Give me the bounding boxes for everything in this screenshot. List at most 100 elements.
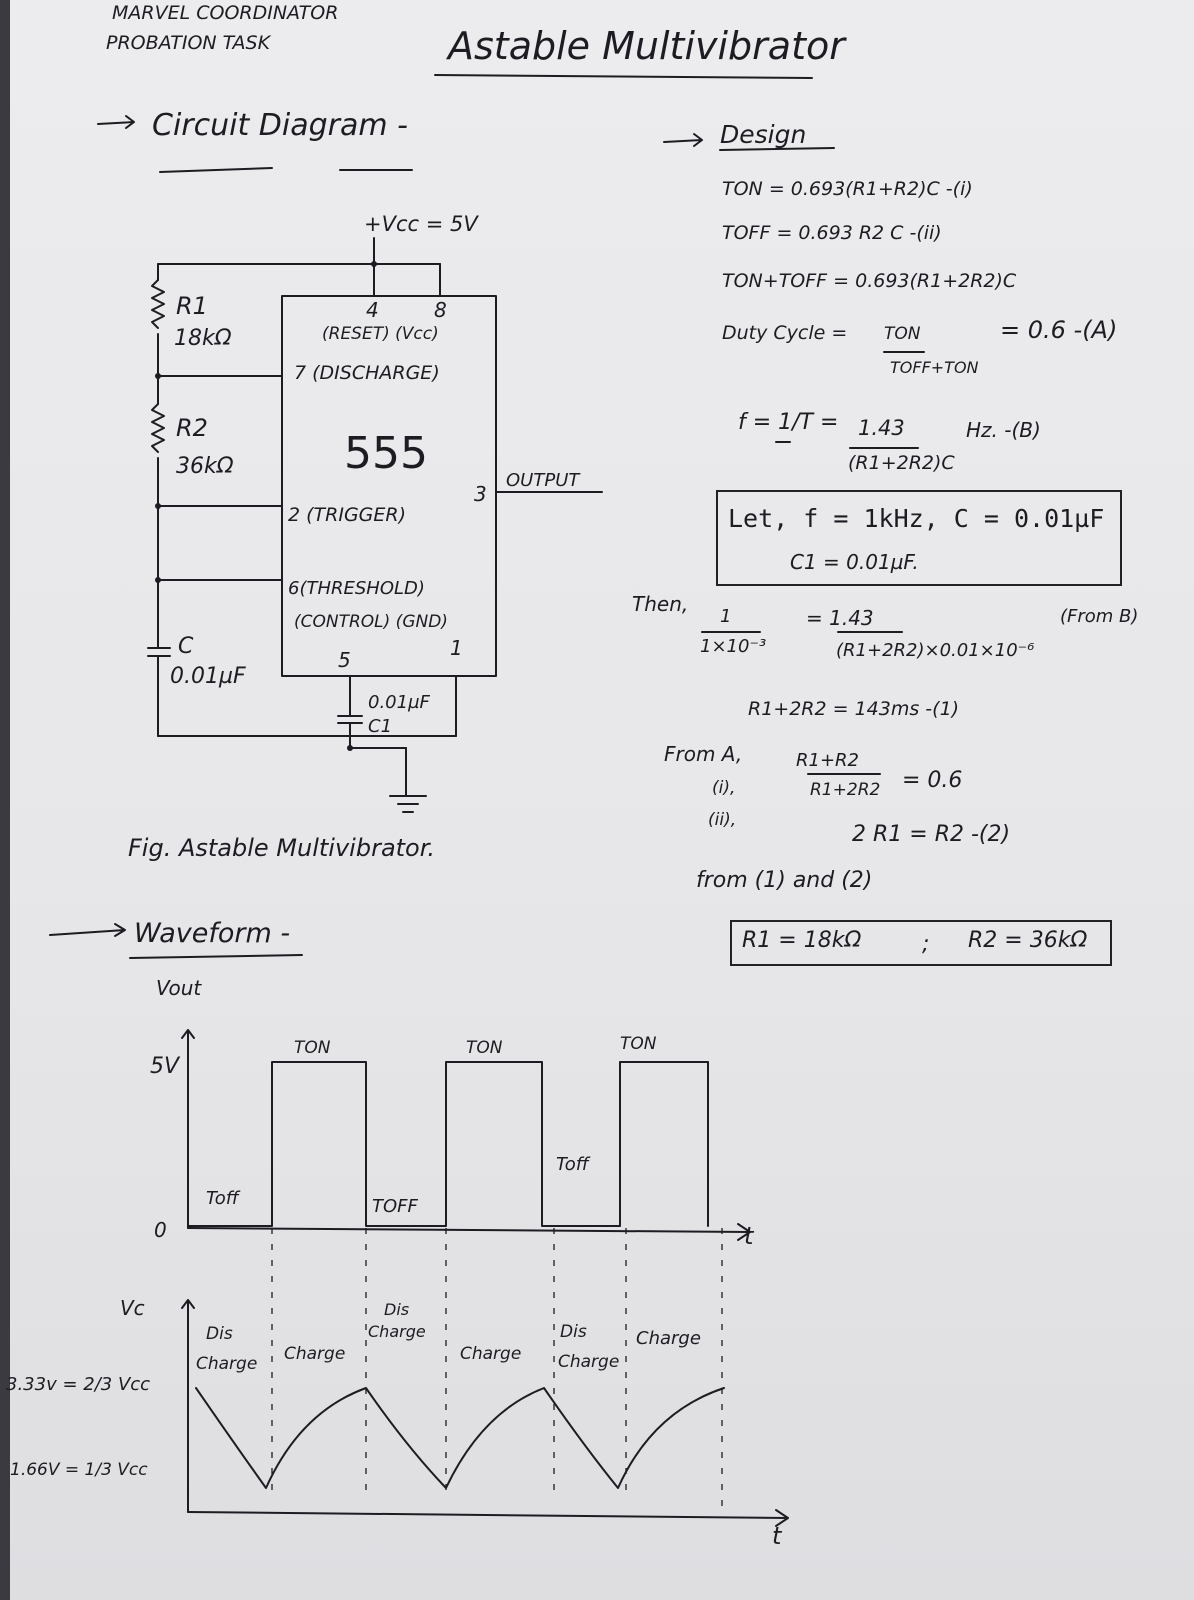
ratio-denominator: R1+2R2 — [810, 780, 881, 800]
arrow-design — [663, 133, 703, 147]
vout-y-axis — [181, 1029, 195, 1229]
freq-numerator: 1.43 — [858, 416, 905, 440]
final-r1: R1 = 18kΩ — [742, 928, 862, 953]
junction-dot — [155, 373, 161, 379]
toff-label-3: Toff — [556, 1154, 589, 1175]
duty-value: = 0.6 -(A) — [1000, 316, 1118, 344]
pin-4-label: 4 — [366, 298, 379, 322]
c1-value: 0.01µF — [368, 692, 430, 713]
circuit-heading: Circuit Diagram - — [152, 108, 408, 143]
junction-dot — [371, 261, 377, 267]
ic-555-body — [281, 295, 497, 677]
resistor-r2 — [151, 403, 165, 453]
header-line-2: PROBATION TASK — [106, 32, 271, 54]
header-line-1: MARVEL COORDINATOR — [112, 2, 339, 24]
then-label: Then, — [632, 592, 689, 616]
threshold-label: 6(THRESHOLD) — [288, 578, 425, 599]
r2-label: R2 — [176, 414, 208, 442]
result-1: R1+2R2 = 143ms -(1) — [748, 698, 960, 720]
design-heading: Design — [720, 120, 807, 149]
capacitor-c1 — [337, 715, 363, 724]
c-label: C — [178, 634, 194, 659]
circuit-heading-underline — [159, 167, 413, 173]
freq-unit: Hz. -(B) — [966, 418, 1041, 442]
given-values-box — [716, 490, 1122, 586]
duty-denominator: TOFF+TON — [890, 358, 979, 377]
ratio-numerator: R1+R2 — [796, 750, 859, 771]
result-2: 2 R1 = R2 -(2) — [852, 822, 1011, 847]
output-label: OUTPUT — [506, 470, 580, 491]
dis-label-2: Dis — [384, 1300, 410, 1319]
design-underline — [719, 147, 835, 151]
duty-cycle-label: Duty Cycle = — [722, 322, 848, 344]
vcc-label: +Vcc = 5V — [364, 212, 478, 236]
junction-dot — [347, 745, 353, 751]
dis-label-1: Dis — [206, 1324, 233, 1344]
pin-8-label: 8 — [434, 298, 447, 322]
junction-dot — [155, 577, 161, 583]
time-axis-label: t — [744, 1222, 754, 1250]
toff-label-1: Toff — [206, 1188, 239, 1209]
five-volt-label: 5V — [150, 1054, 180, 1079]
final-result-box — [730, 920, 1112, 966]
given-line-2: C1 = 0.01µF. — [790, 550, 919, 574]
vc-axis-label: Vc — [120, 1296, 145, 1320]
discharge-label-3: Charge — [558, 1352, 620, 1372]
from-ii-label: (ii), — [708, 810, 737, 830]
r2-value: 36kΩ — [176, 454, 234, 479]
from-i-label: (i), — [712, 778, 736, 798]
from-a-label: From A, — [664, 742, 743, 766]
arrow-waveform — [49, 923, 126, 937]
given-line-1: Let, f = 1kHz, C = 0.01µF — [728, 504, 1105, 533]
zero-label: 0 — [154, 1218, 167, 1242]
ton-label-1: TON — [294, 1038, 331, 1058]
upper-threshold-label: 3.33v = 2/3 Vcc — [6, 1374, 151, 1395]
square-wave — [187, 1061, 709, 1227]
then-denominator-2: (R1+2R2)×0.01×10⁻⁶ — [836, 640, 1035, 661]
freq-left: f = 1/T = — [738, 410, 839, 435]
arrow-circuit — [97, 115, 135, 129]
then-denominator: 1×10⁻³ — [700, 636, 767, 657]
then-from-b: (From B) — [1060, 606, 1139, 627]
junction-dot — [155, 503, 161, 509]
lower-threshold-label: 1.66V = 1/3 Vcc — [10, 1460, 148, 1480]
vout-x-axis — [187, 1223, 751, 1241]
figure-caption: Fig. Astable Multivibrator. — [128, 834, 436, 862]
waveform-underline — [129, 954, 303, 959]
discharge-label-1: Charge — [196, 1354, 258, 1374]
capacitor-voltage-wave — [195, 1387, 725, 1489]
notebook-page — [10, 0, 1194, 1600]
reset-vcc-label: (RESET) (Vcc) — [322, 324, 439, 344]
waveform-heading: Waveform - — [134, 918, 291, 949]
capacitor-c — [147, 647, 171, 657]
pin-5-label: 5 — [338, 648, 351, 672]
time-axis-label-2: t — [772, 1522, 782, 1550]
then-equals: = 1.43 — [806, 606, 874, 630]
eq-ton: TON = 0.693(R1+R2)C -(i) — [722, 178, 973, 200]
charge-label-2: Charge — [460, 1344, 522, 1364]
final-r2: R2 = 36kΩ — [968, 928, 1088, 953]
control-gnd-label: (CONTROL) (GND) — [294, 612, 448, 632]
freq-denominator: (R1+2R2)C — [848, 452, 955, 474]
c-value: 0.01µF — [170, 664, 246, 689]
charge-label-3: Charge — [636, 1328, 701, 1349]
from-1-and-2: from (1) and (2) — [696, 868, 873, 893]
duty-numerator: TON — [884, 324, 921, 344]
resistor-r1 — [151, 279, 165, 329]
final-separator: ; — [922, 932, 930, 957]
c1-label: C1 — [368, 716, 393, 737]
ic-555-label: 555 — [344, 428, 428, 479]
r1-label: R1 — [176, 292, 208, 320]
eq-toff: TOFF = 0.693 R2 C -(ii) — [722, 222, 942, 244]
ton-label-3: TON — [620, 1034, 657, 1054]
discharge-label-2: Charge — [368, 1322, 426, 1341]
pin-1-label: 1 — [450, 636, 463, 660]
title-underline — [434, 74, 813, 79]
trigger-label: 2 (TRIGGER) — [288, 504, 407, 526]
dis-label-3: Dis — [560, 1322, 587, 1342]
r1-value: 18kΩ — [174, 326, 232, 351]
page-title: Astable Multivibrator — [448, 24, 845, 68]
vc-y-axis — [181, 1299, 195, 1513]
ton-label-2: TON — [466, 1038, 503, 1058]
